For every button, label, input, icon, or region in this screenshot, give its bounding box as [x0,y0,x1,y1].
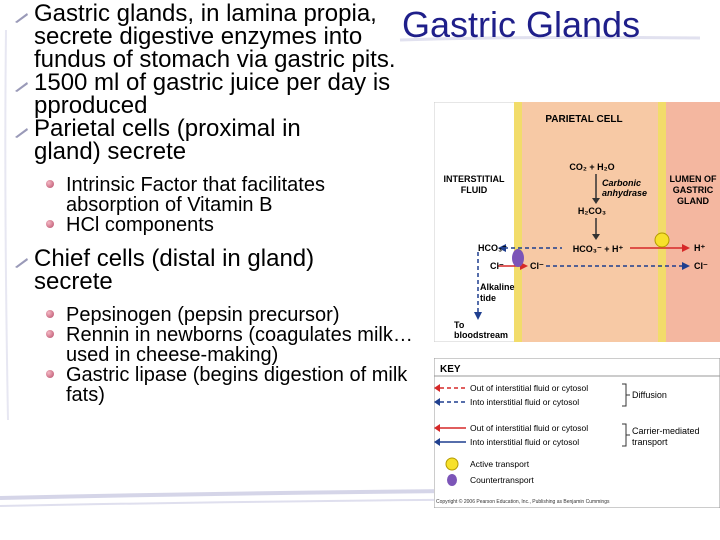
bullet-item: 1500 ml of gastric juice per day is ppro… [14,69,414,119]
bullet-list: Gastric glands, in lamina propia, secret… [14,2,414,405]
sub-bullet-icon [46,370,54,378]
bullet-text: 1500 ml of gastric juice per day is ppro… [34,69,391,119]
parietal-cell-diagram: PARIETAL CELL INTERSTITIAL FLUID LUMEN O… [434,102,720,342]
key-out-diffusion: Out of interstitial fluid or cytosol [470,383,588,393]
pen-bullet-icon [15,82,28,92]
h-right-label: H⁺ [694,243,705,253]
cl-left-label: Cl⁻ [490,261,504,271]
pen-bullet-icon [15,128,28,138]
sub-bullet-text: HCl components [66,214,214,236]
key-in-carrier: Into interstitial fluid or cytosol [470,437,579,447]
slide-title: Gastric Glands [402,4,641,45]
interstitial-label-1: INTERSTITIAL [444,174,505,184]
sub-bullet-item: Intrinsic Factor that facilitates absorp… [14,175,406,215]
lumen-label-1: LUMEN OF [670,174,717,184]
bullet-text: Gastric glands, in lamina propia, secret… [34,0,396,73]
h2co3-label: H₂CO₃ [578,206,606,216]
countertransport-icon [512,249,524,267]
carbonic-label-2: anhydrase [602,188,647,198]
alkaline-label-1: Alkaline [480,282,515,292]
key-counter-label: Countertransport [470,475,534,485]
sub-bullet-icon [46,220,54,228]
sub-bullet-icon [46,310,54,318]
active-transport-icon [445,457,459,471]
co2-h2o-label: CO₂ + H₂O [569,162,614,172]
sub-bullet-item: Gastric lipase (begins digestion of milk… [14,365,436,405]
alkaline-label-2: tide [480,293,496,303]
basolateral-membrane [514,102,522,342]
bullet-text: Chief cells (distal in gland) secrete [34,245,315,295]
to-label-2: bloodstream [454,330,508,340]
sub-bullet-item: Rennin in newborns (coagulates milk…used… [14,325,436,365]
bullet-item: Parietal cells (proximal in gland) secre… [14,115,364,165]
carbonic-label-1: Carbonic [602,178,641,188]
hco3-left-label: HCO₃⁻ [478,243,507,253]
parietal-cell-label: PARIETAL CELL [545,114,622,125]
key-diffusion-label: Diffusion [632,390,667,400]
apical-membrane [658,102,666,342]
sub-bullet-text: Intrinsic Factor that facilitates absorp… [66,174,325,216]
bullet-text: Parietal cells (proximal in gland) secre… [34,115,301,165]
pen-bullet-icon [15,258,28,268]
sub-bullet-item: HCl components [14,215,414,235]
gastric-lumen [666,102,720,342]
pen-bullet-icon [15,13,28,23]
sub-bullet-icon [46,330,54,338]
key-out-carrier: Out of interstitial fluid or cytosol [470,423,588,433]
bullet-item: Gastric glands, in lamina propia, secret… [14,0,414,73]
bullet-item: Chief cells (distal in gland) secrete [14,245,394,295]
key-carrier-label-1: Carrier-mediated [632,426,700,436]
lumen-label-2: GASTRIC [673,185,714,195]
cl-right-label: Cl⁻ [694,261,708,271]
sub-bullet-icon [46,180,54,188]
key-carrier-label-2: transport [632,437,668,447]
hco3-h-label: HCO₃⁻ + H⁺ [573,244,624,254]
copyright-text: Copyright © 2006 Pearson Education, Inc.… [436,498,610,505]
key-active-label: Active transport [470,459,530,469]
sub-bullet-text: Rennin in newborns (coagulates milk…used… [66,324,413,366]
sub-bullet-text: Gastric lipase (begins digestion of milk… [66,364,408,406]
sub-bullet-item: Pepsinogen (pepsin precursor) [14,305,414,325]
h-pump-icon [654,232,670,248]
lumen-label-3: GLAND [677,196,709,206]
interstitial-label-2: FLUID [461,185,488,195]
diagram-key: KEY Out of interstitial fluid or cytosol… [434,358,720,508]
key-title: KEY [440,364,461,375]
countertransport-key-icon [447,474,457,486]
sub-bullet-text: Pepsinogen (pepsin precursor) [66,304,340,326]
key-in-diffusion: Into interstitial fluid or cytosol [470,397,579,407]
to-label-1: To [454,320,465,330]
cl-mid-label: Cl⁻ [530,261,544,271]
parietal-cell-body [520,102,660,342]
